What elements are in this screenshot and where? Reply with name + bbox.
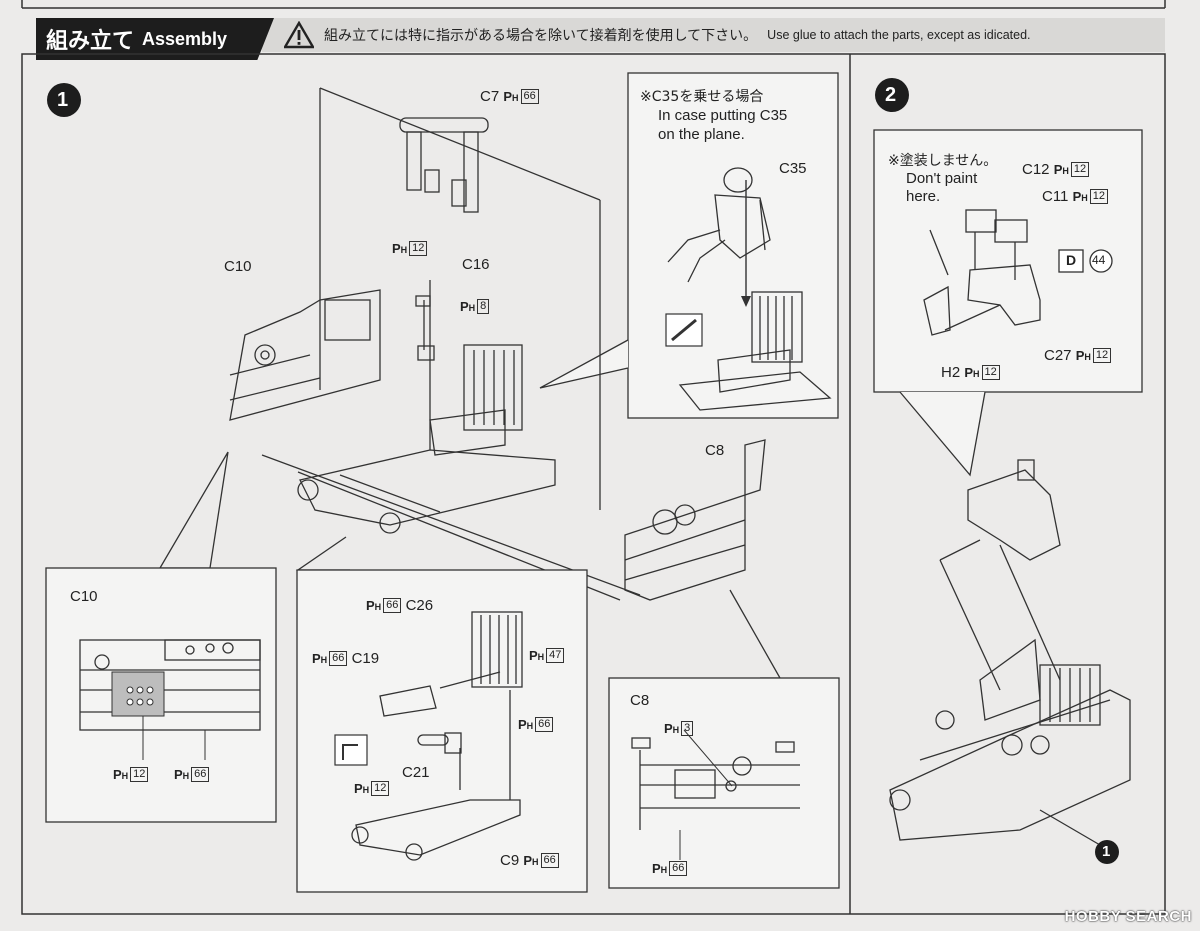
warning-bar: 組み立てには特に指示がある場合を除いて接着剤を使用して下さい。 Use glue…: [262, 18, 1165, 52]
warning-text-jp: 組み立てには特に指示がある場合を除いて接着剤を使用して下さい。: [324, 28, 758, 44]
inset-c10-title: C10: [70, 588, 98, 605]
watermark: HOBBY SEARCH: [1064, 908, 1192, 925]
label-c10: C10: [224, 258, 252, 275]
step-1-badge: [47, 83, 81, 117]
step-2-number: 2: [885, 84, 897, 106]
step-1-number: 1: [57, 89, 69, 111]
callout-note-en-2: on the plane.: [658, 126, 745, 143]
callout-note-jp: ※C35を乗せる場合: [640, 89, 764, 105]
section-title-jp: 組み立て: [46, 29, 135, 54]
callout-note-en-1: In case putting C35: [658, 107, 788, 124]
warning-text-en: Use glue to attach the parts, except as …: [767, 28, 1031, 42]
step2-subassembly: [939, 459, 1061, 691]
decal-letter: D: [1066, 252, 1077, 268]
ref-step-1-badge: [1095, 840, 1119, 864]
tool-icon-callout: [665, 313, 703, 347]
step2-parts: [923, 209, 1041, 336]
label-c35: C35: [779, 160, 807, 177]
step2-main-assembly: [889, 638, 1131, 846]
step2-note-en-2: here.: [906, 188, 941, 205]
section-title: 組み立て Assembly: [36, 18, 274, 60]
inset-c8-frame: [608, 677, 840, 889]
step-2-badge: [875, 78, 909, 112]
decal-badge: [1058, 249, 1113, 273]
decal-number: 44: [1092, 253, 1106, 267]
label-c21: C21: [402, 764, 430, 781]
ref-step-1-number: 1: [1102, 843, 1111, 860]
warning-icon: [284, 21, 314, 49]
seat-sketch-callout: [678, 291, 832, 411]
pilot-figure: [667, 167, 771, 283]
main-assembly-parts: [229, 87, 766, 601]
section-title-en: Assembly: [142, 28, 228, 49]
inset-c8-title: C8: [630, 692, 650, 709]
label-c8: C8: [705, 442, 725, 459]
tool-icon-inset: [334, 734, 368, 766]
step2-note-en-1: Don't paint: [906, 170, 978, 187]
label-c16: C16: [462, 256, 490, 273]
step2-note-jp: ※塗装しません。: [888, 153, 998, 169]
